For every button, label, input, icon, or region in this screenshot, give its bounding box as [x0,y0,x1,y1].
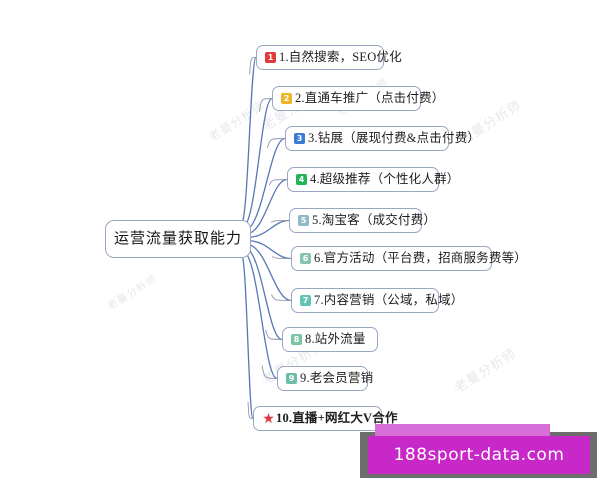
number-badge-icon: 4 [296,174,307,185]
branch-node-label: 10.直播+网红大V合作 [276,411,398,426]
banner-accent-bar [375,424,550,438]
mindmap-branch-node-10[interactable]: ★10.直播+网红大V合作 [253,406,397,431]
branch-node-label: 3.钻展（展现付费&点击付费） [308,131,481,146]
mindmap-root-node[interactable]: 运营流量获取能力 [105,220,251,258]
number-badge-icon: 2 [281,93,292,104]
branch-node-label: 7.内容营销（公域，私域） [314,293,464,308]
banner-text: 188sport-data.com [393,445,565,465]
connector-line-tail-7 [271,294,292,301]
number-badge-icon: 9 [286,373,297,384]
number-badge-icon: 6 [300,253,311,264]
number-badge-icon: 7 [300,295,311,306]
branch-node-label: 6.官方活动（平台费，招商服务费等） [314,251,527,266]
background-watermark: 老曼分析师 [451,345,519,396]
connector-line-1 [241,56,257,224]
branch-node-label: 1.自然搜索，SEO优化 [279,50,402,65]
connector-line-tail-3 [266,138,286,149]
number-badge-icon: 5 [298,215,309,226]
background-watermark: 老曼分析师 [105,272,160,313]
number-badge-icon: 1 [265,52,276,63]
connector-line-5 [249,219,290,238]
connector-line-tail-8 [265,329,283,340]
background-watermark: 老曼分析师 [206,98,268,144]
connector-line-4 [247,178,288,235]
connector-line-8 [245,247,283,341]
banner-main-bar: 188sport-data.com [368,436,590,474]
connector-line-3 [245,137,286,231]
number-badge-icon: 3 [294,133,305,144]
connector-line-tail-5 [270,220,290,223]
number-badge-icon: 8 [291,334,302,345]
star-icon: ★ [262,410,275,427]
root-node-label: 运营流量获取能力 [114,230,243,247]
branch-node-label: 9.老会员营销 [300,371,374,386]
site-watermark-banner: 188sport-data.com [360,424,600,480]
branch-node-label: 4.超级推荐（个性化人群） [310,172,460,187]
connector-line-7 [247,243,292,302]
connector-line-tail-6 [272,256,292,259]
connector-line-10 [241,254,254,420]
connector-line-9 [243,250,278,380]
connector-line-tail-4 [268,179,288,186]
branch-node-label: 2.直通车推广（点击付费） [295,91,445,106]
connector-line-6 [249,240,292,260]
branch-node-label: 8.站外流量 [305,332,366,347]
branch-node-label: 5.淘宝客（成交付费） [312,213,437,228]
